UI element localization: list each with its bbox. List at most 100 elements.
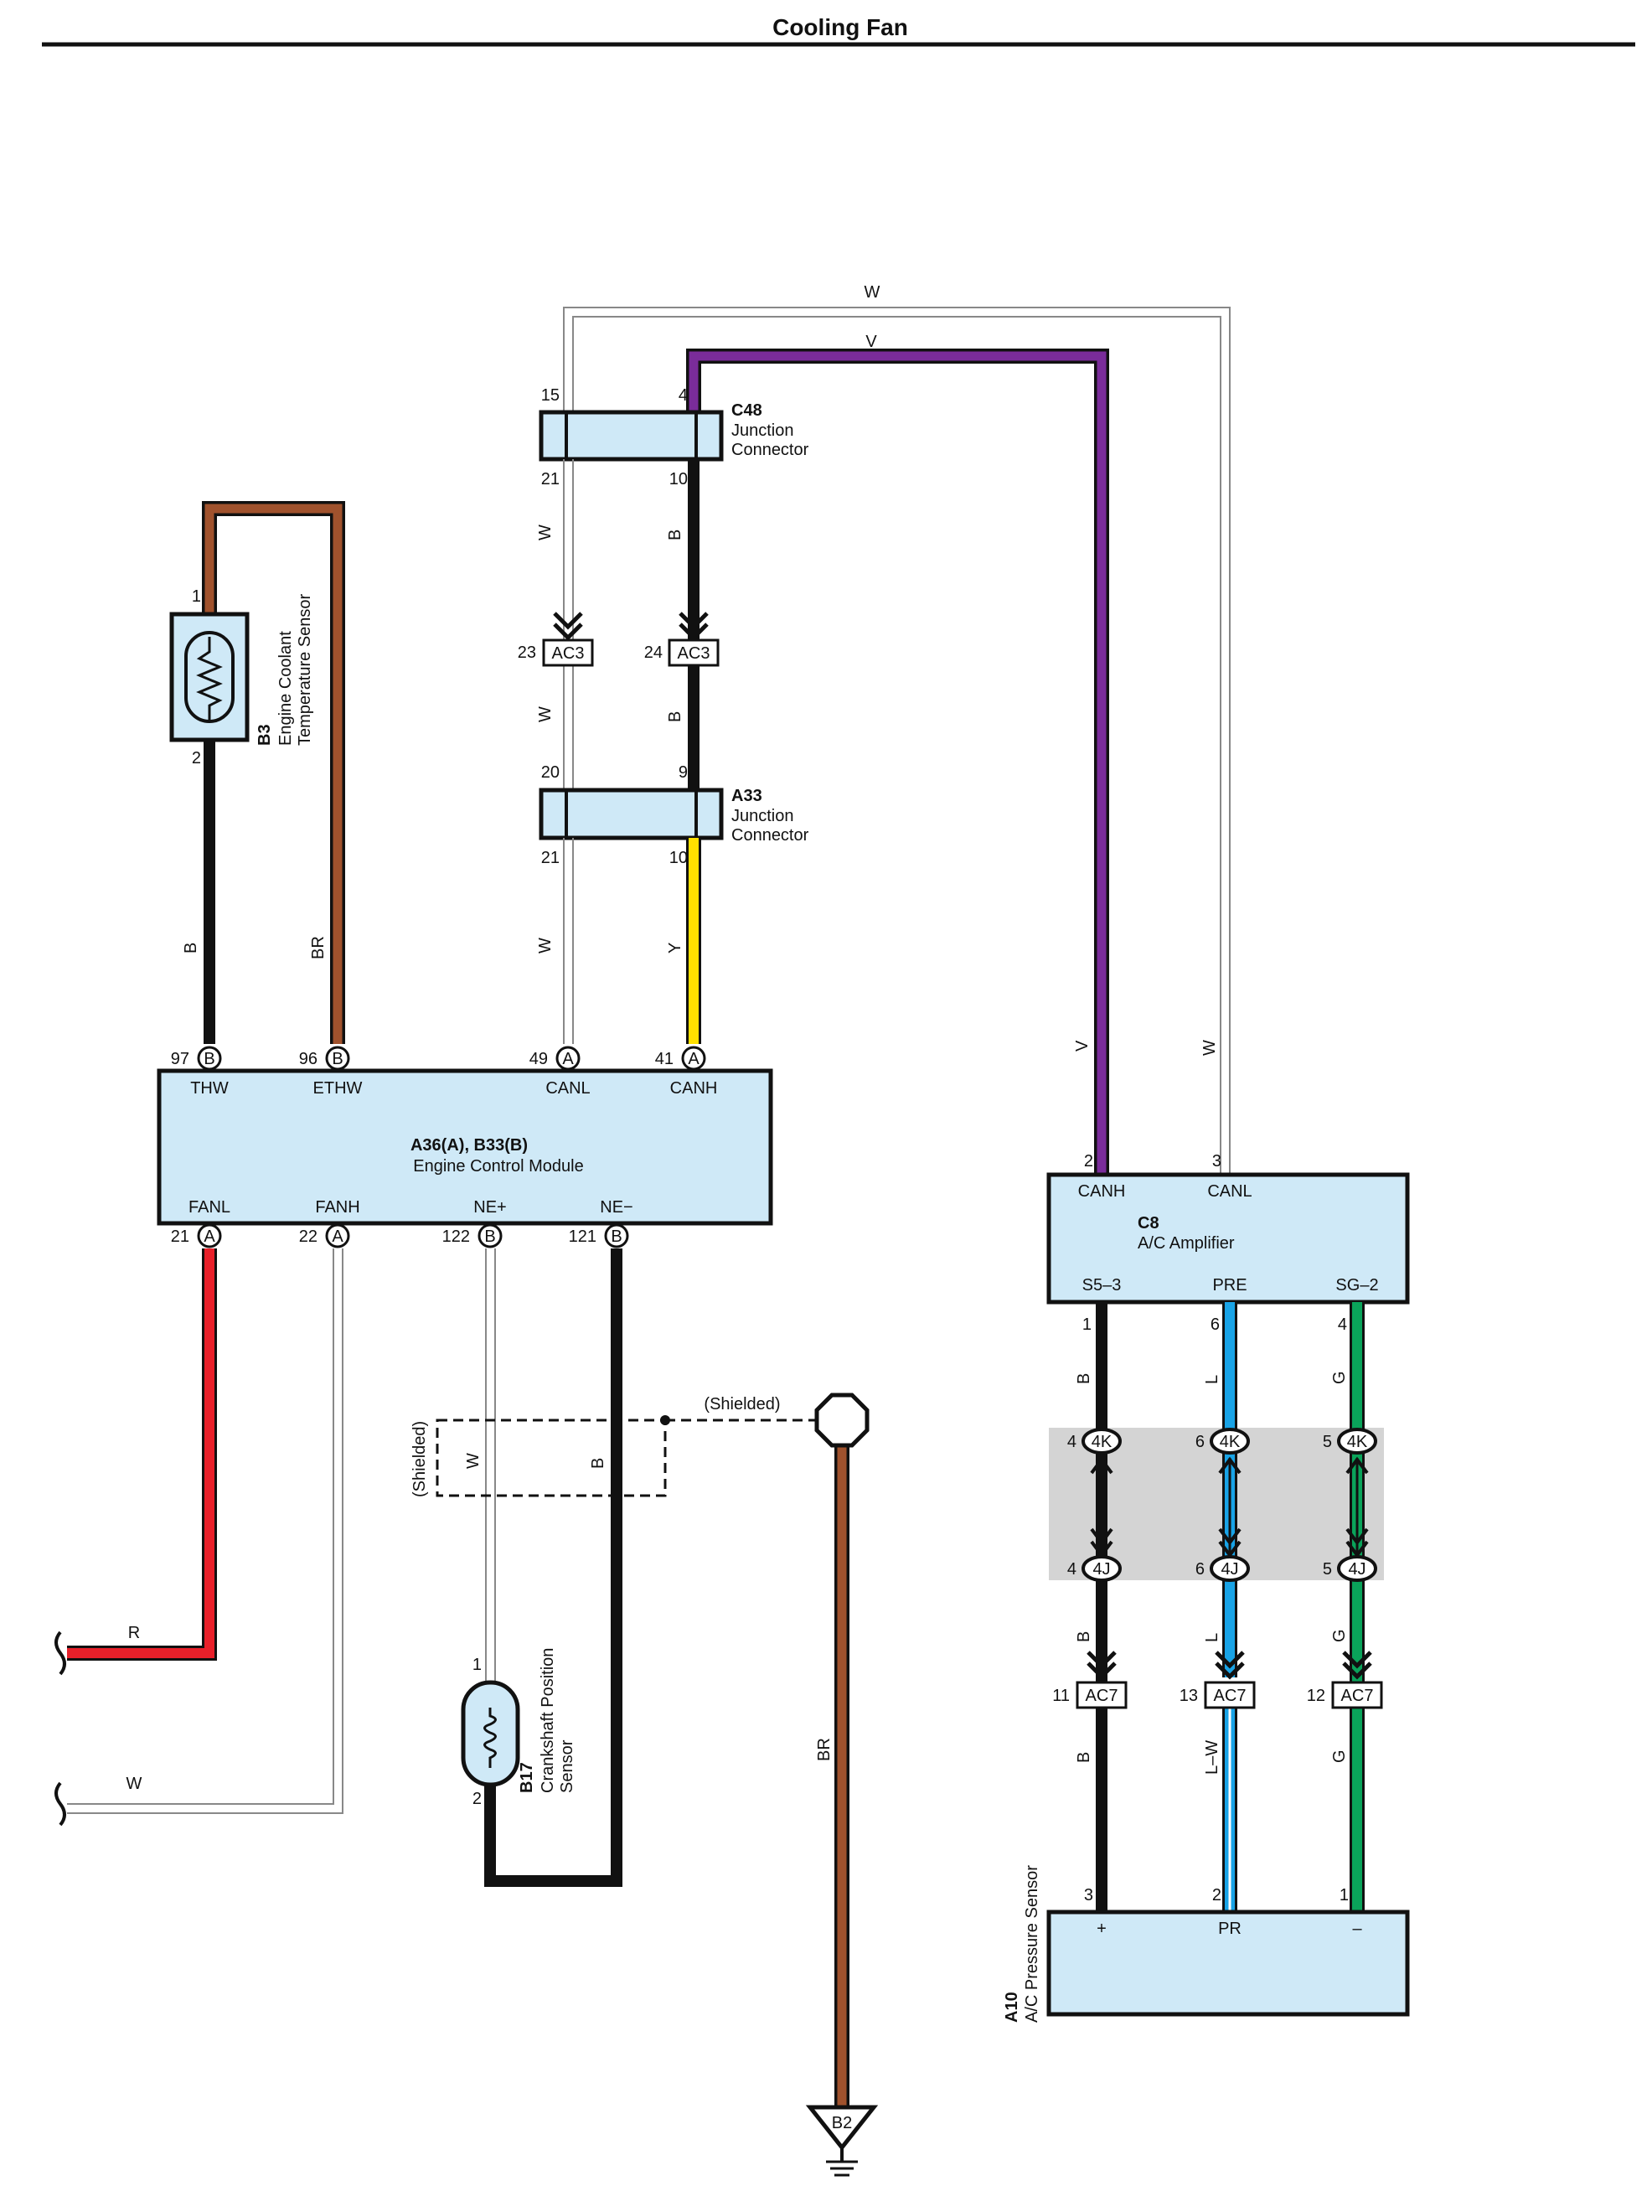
wire-label-v-top: V bbox=[865, 333, 877, 351]
ac3-right-arrow bbox=[679, 612, 709, 641]
wire-label-w-top: W bbox=[865, 283, 880, 302]
c48-pin-4: 4 bbox=[679, 386, 688, 405]
connector-4k-2-num: 6 bbox=[1195, 1433, 1205, 1451]
b3-pin-1: 1 bbox=[192, 587, 201, 606]
a33-pin-21: 21 bbox=[541, 849, 560, 867]
wire-w-ne-plus bbox=[485, 1248, 496, 1682]
ecm-bottom-pin-21: 21 A bbox=[171, 1223, 222, 1248]
wire-label-a33-y: Y bbox=[666, 943, 684, 954]
b17-pin-1: 1 bbox=[472, 1656, 482, 1674]
ecm-top-pin-97: 97 B bbox=[171, 1046, 222, 1071]
c48-pin-21: 21 bbox=[541, 470, 560, 488]
ecm-pin-121-num: 121 bbox=[569, 1227, 596, 1246]
ecm-pin-41-conn: A bbox=[688, 1050, 700, 1068]
shielded-label-left: (Shielded) bbox=[410, 1421, 429, 1497]
connector-ac7-3-name: AC7 bbox=[1341, 1687, 1374, 1705]
ecm-bottom-pin-22: 22 A bbox=[299, 1223, 350, 1248]
ecm-pin-21-num: 21 bbox=[171, 1227, 189, 1246]
connector-ac7-2: 13 AC7 bbox=[1180, 1681, 1256, 1709]
ecm-label-fanh: FANH bbox=[315, 1198, 359, 1217]
ecm-pin-22-conn: A bbox=[332, 1227, 343, 1246]
c48-id: C48 bbox=[731, 401, 762, 420]
wire-label-s-b2: B bbox=[1075, 1631, 1093, 1642]
connector-4k-1: 4 4K bbox=[1067, 1428, 1122, 1455]
wire-label-mid-b: B bbox=[666, 711, 684, 722]
connector-4k-3-name: 4K bbox=[1347, 1433, 1368, 1451]
shield-ground-terminal bbox=[814, 1393, 870, 1448]
connector-4k-3: 5 4K bbox=[1323, 1428, 1377, 1455]
a10-label-pr: PR bbox=[1218, 1920, 1242, 1938]
ecm-bottom-pin-122: 122 B bbox=[442, 1223, 503, 1248]
ecm-label-ne-minus: NE− bbox=[600, 1198, 632, 1217]
page-title: Cooling Fan bbox=[772, 14, 908, 40]
connector-4k-1-num: 4 bbox=[1067, 1433, 1076, 1451]
ecm-label-fanl: FANL bbox=[188, 1198, 230, 1217]
wire-v-purple bbox=[686, 349, 1109, 1175]
wire-label-a33-w: W bbox=[536, 938, 555, 954]
wire-break-w bbox=[54, 1781, 66, 1827]
ecm-top-pin-96: 96 B bbox=[299, 1046, 350, 1071]
shield-splice-dot bbox=[660, 1415, 670, 1425]
ecm-pin-22-num: 22 bbox=[299, 1227, 317, 1246]
b17-line2: Sensor bbox=[558, 1739, 576, 1793]
ecm-label-ne-plus: NE+ bbox=[473, 1198, 506, 1217]
wire-label-shield-w: W bbox=[464, 1453, 483, 1469]
c8-name: A/C Amplifier bbox=[1138, 1234, 1235, 1253]
wire-label-s-g2: G bbox=[1330, 1629, 1349, 1642]
connector-ac7-1-name: AC7 bbox=[1086, 1687, 1118, 1705]
wire-label-shield-b: B bbox=[589, 1458, 607, 1469]
connector-ac7-1: 11 AC7 bbox=[1052, 1681, 1128, 1709]
ground-b2-icon bbox=[805, 2105, 879, 2152]
wire-w-a33-ecm bbox=[563, 838, 574, 1044]
c48-junction-connector bbox=[539, 410, 724, 462]
connector-4j-3-num: 5 bbox=[1323, 1560, 1332, 1579]
resistor-icon bbox=[196, 637, 223, 721]
ac-amplifier bbox=[1046, 1172, 1410, 1305]
ac3-right-pin: 24 bbox=[644, 643, 663, 662]
c8-pin-3: 3 bbox=[1212, 1152, 1221, 1171]
ac7-arrows bbox=[1087, 1651, 1372, 1680]
b3-line1: Engine Coolant bbox=[276, 631, 295, 746]
wire-label-c48-w: W bbox=[536, 525, 555, 540]
wire-label-b3-b: B bbox=[182, 943, 200, 954]
wire-label-s-lw: L–W bbox=[1203, 1740, 1221, 1775]
connector-ac7-3: 12 AC7 bbox=[1307, 1681, 1383, 1709]
wire-w-c48-a33 bbox=[563, 459, 574, 800]
wire-label-ground-br: BR bbox=[815, 1738, 834, 1761]
connector-4k-2-name: 4K bbox=[1220, 1433, 1241, 1451]
ecm-pin-21-conn: A bbox=[204, 1227, 215, 1246]
b3-id: B3 bbox=[256, 724, 274, 746]
ecm-pin-49-num: 49 bbox=[529, 1050, 548, 1068]
wire-label-b3-br: BR bbox=[309, 936, 328, 959]
a10-pin-1: 1 bbox=[1340, 1886, 1349, 1904]
a33-pin-10: 10 bbox=[669, 849, 688, 867]
ecm-pin-41-num: 41 bbox=[655, 1050, 674, 1068]
shielded-label-right: (Shielded) bbox=[704, 1395, 780, 1414]
wire-label-c48-b: B bbox=[666, 530, 684, 540]
c8-label-canl: CANL bbox=[1207, 1182, 1252, 1201]
connector-4j-2-name: 4J bbox=[1221, 1560, 1238, 1579]
ac3-left-box bbox=[542, 638, 594, 667]
connector-4j-2: 6 4J bbox=[1195, 1555, 1250, 1582]
ecm-pin-96-conn: B bbox=[332, 1050, 343, 1068]
ecm-name: Engine Control Module bbox=[413, 1157, 583, 1176]
wire-label-s-b1: B bbox=[1075, 1373, 1093, 1384]
a33-id: A33 bbox=[731, 787, 762, 805]
ac3-left-arrow bbox=[553, 612, 583, 641]
ecm-pin-122-conn: B bbox=[484, 1227, 495, 1246]
wire-label-s-g3: G bbox=[1330, 1749, 1349, 1763]
ecm-label-canl: CANL bbox=[545, 1079, 590, 1098]
connector-4k-2: 6 4K bbox=[1195, 1428, 1250, 1455]
a33-line1: Junction bbox=[731, 807, 794, 825]
ecm-label-thw: THW bbox=[190, 1079, 229, 1098]
wire-br-b3-loop bbox=[202, 501, 345, 1044]
ecm-label-canh: CANH bbox=[670, 1079, 718, 1098]
wire-label-c8-w: W bbox=[1200, 1040, 1219, 1056]
c48-line1: Junction bbox=[731, 421, 794, 440]
connector-4k-3-num: 5 bbox=[1323, 1433, 1332, 1451]
ecm-pin-96-num: 96 bbox=[299, 1050, 317, 1068]
ac3-left-pin: 23 bbox=[518, 643, 536, 662]
a10-label-plus: + bbox=[1097, 1920, 1107, 1938]
connector-ac7-3-num: 12 bbox=[1307, 1687, 1325, 1705]
